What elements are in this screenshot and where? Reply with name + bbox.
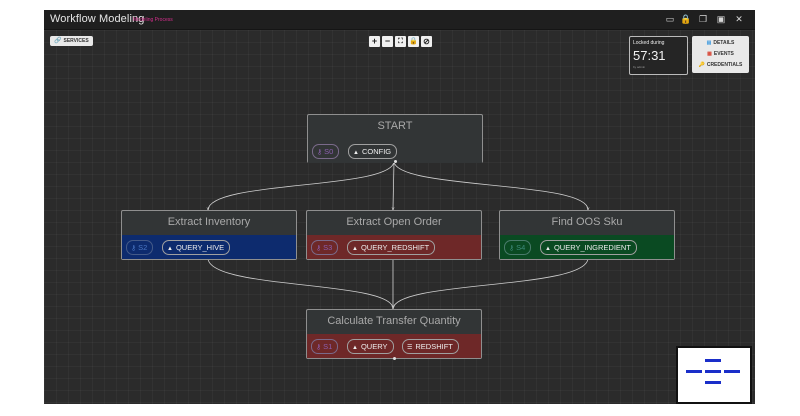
key-icon: 🔑 [698, 62, 705, 68]
node-calculate-transfer-quantity[interactable]: Calculate Transfer Quantity ⚷S1 ▲QUERY ☰… [306, 309, 482, 360]
monitor-icon[interactable]: ▭ [665, 14, 675, 24]
minimap-node [705, 359, 721, 362]
node-title: Calculate Transfer Quantity [327, 315, 461, 327]
port-marker-oos: x [586, 206, 590, 213]
node-start[interactable]: START ⚷S0 ▲CONFIG [307, 114, 483, 163]
triangle-icon: ▲ [352, 246, 358, 252]
step-id: S1 [323, 342, 333, 351]
chip-label: CONFIG [361, 147, 392, 156]
services-label: SERVICES [63, 38, 89, 44]
side-button-panel: ▤DETAILS ▦EVENTS 🔑CREDENTIALS [692, 36, 749, 73]
canvas-toolbar: + − ⛶ 🔒 ⊘ [369, 36, 432, 47]
lock-owner: by admin [633, 65, 646, 69]
title-bar: Workflow Modeling Modeling Process ▭ 🔒 ❐… [44, 10, 755, 30]
services-icon: 🔗 [54, 38, 62, 44]
credentials-button[interactable]: 🔑CREDENTIALS [692, 60, 749, 71]
query-chip[interactable]: ▲QUERY [347, 339, 394, 354]
lock-canvas-button[interactable]: 🔒 [408, 36, 419, 47]
node-band: ⚷S3 ▲QUERY_REDSHIFT [307, 235, 481, 259]
key-icon: ⚷ [316, 344, 322, 351]
wire-start-to-extract-inventory [207, 160, 395, 211]
query-hive-chip[interactable]: ▲QUERY_HIVE [162, 240, 231, 255]
list-icon: ☰ [407, 345, 413, 351]
step-id-chip[interactable]: ⚷S1 [311, 339, 339, 354]
toggle-view-button[interactable]: ⊘ [421, 36, 432, 47]
services-button[interactable]: 🔗 SERVICES [50, 36, 93, 46]
wire-start-to-find-oos [393, 160, 589, 211]
step-id-chip[interactable]: ⚷S3 [311, 240, 339, 255]
step-id: S0 [324, 147, 334, 156]
zoom-out-button[interactable]: − [382, 36, 393, 47]
node-find-oos-sku[interactable]: Find OOS Sku ⚷S4 ▲QUERY_INGREDIENT [499, 210, 675, 260]
step-id-chip[interactable]: ⚷S0 [312, 144, 340, 159]
lock-status-panel: Locked during 57:31 by admin [629, 36, 688, 75]
node-band: ⚷S4 ▲QUERY_INGREDIENT [500, 235, 674, 259]
triangle-icon: ▲ [167, 246, 173, 252]
copy-icon[interactable]: ❐ [698, 14, 708, 24]
port-marker-calculate: x [391, 305, 395, 312]
workflow-canvas[interactable]: x x x x 🔗 SERVICES + − ⛶ 🔒 ⊘ Locked duri… [44, 30, 755, 404]
node-title: Extract Inventory [167, 216, 251, 228]
redshift-chip[interactable]: ☰REDSHIFT [402, 339, 459, 354]
key-icon: ⚷ [317, 149, 323, 156]
events-button[interactable]: ▦EVENTS [692, 49, 749, 60]
port-marker-inventory: x [206, 206, 210, 213]
key-icon: ⚷ [509, 245, 515, 252]
chip-label: QUERY_HIVE [175, 243, 225, 252]
step-id: S2 [138, 243, 148, 252]
key-icon: ⚷ [316, 245, 322, 252]
step-id-chip[interactable]: ⚷S4 [504, 240, 532, 255]
zoom-in-button[interactable]: + [369, 36, 380, 47]
chip-label: QUERY_REDSHIFT [360, 243, 430, 252]
node-title: START [377, 120, 413, 132]
minimap-node [705, 370, 721, 373]
chip-label: QUERY [360, 342, 388, 351]
maximize-icon[interactable]: ▣ [716, 14, 726, 24]
node-band: ⚷S0 ▲CONFIG [308, 139, 482, 163]
connection-wires: x x x x [206, 160, 590, 312]
output-port[interactable] [393, 357, 396, 360]
details-button[interactable]: ▤DETAILS [692, 38, 749, 49]
query-redshift-chip[interactable]: ▲QUERY_REDSHIFT [347, 240, 436, 255]
minimap-node [705, 381, 721, 384]
lock-icon[interactable]: 🔒 [680, 14, 692, 24]
chip-label: REDSHIFT [415, 342, 453, 351]
triangle-icon: ▲ [352, 345, 358, 351]
lock-timer: 57:31 [633, 48, 666, 63]
config-chip[interactable]: ▲CONFIG [348, 144, 398, 159]
lock-label: Locked during [633, 40, 665, 46]
node-title: Extract Open Order [346, 216, 442, 228]
port-marker-open-order: x [391, 206, 395, 213]
node-extract-open-order[interactable]: Extract Open Order ⚷S3 ▲QUERY_REDSHIFT [306, 210, 482, 260]
minimap[interactable] [676, 346, 752, 404]
wire-find-oos-to-calculate [392, 257, 589, 310]
chip-label: QUERY_INGREDIENT [553, 243, 631, 252]
node-band: ⚷S2 ▲QUERY_HIVE [122, 235, 296, 259]
key-icon: ⚷ [131, 245, 137, 252]
node-title: Find OOS Sku [551, 216, 623, 228]
credentials-label: CREDENTIALS [706, 62, 743, 68]
fit-view-button[interactable]: ⛶ [395, 36, 406, 47]
triangle-icon: ▲ [545, 246, 551, 252]
events-label: EVENTS [713, 51, 734, 57]
window-title: Workflow Modeling [50, 13, 145, 25]
minimap-node [724, 370, 740, 373]
triangle-icon: ▲ [353, 150, 359, 156]
output-port[interactable] [394, 160, 397, 163]
details-icon: ▤ [706, 40, 712, 46]
node-band: ⚷S1 ▲QUERY ☰REDSHIFT [307, 334, 481, 358]
query-ingredient-chip[interactable]: ▲QUERY_INGREDIENT [540, 240, 637, 255]
wire-extract-inventory-to-calculate [207, 257, 394, 310]
window-subtitle: Modeling Process [133, 17, 173, 23]
step-id-chip[interactable]: ⚷S2 [126, 240, 154, 255]
node-extract-inventory[interactable]: Extract Inventory ⚷S2 ▲QUERY_HIVE [121, 210, 297, 260]
details-label: DETAILS [713, 40, 735, 46]
events-icon: ▦ [707, 51, 712, 57]
close-icon[interactable]: ✕ [735, 14, 743, 24]
minimap-node [686, 370, 702, 373]
step-id: S4 [516, 243, 526, 252]
workflow-app-window: Workflow Modeling Modeling Process ▭ 🔒 ❐… [44, 10, 755, 404]
wire-start-to-extract-open-order [392, 160, 395, 211]
step-id: S3 [323, 243, 333, 252]
